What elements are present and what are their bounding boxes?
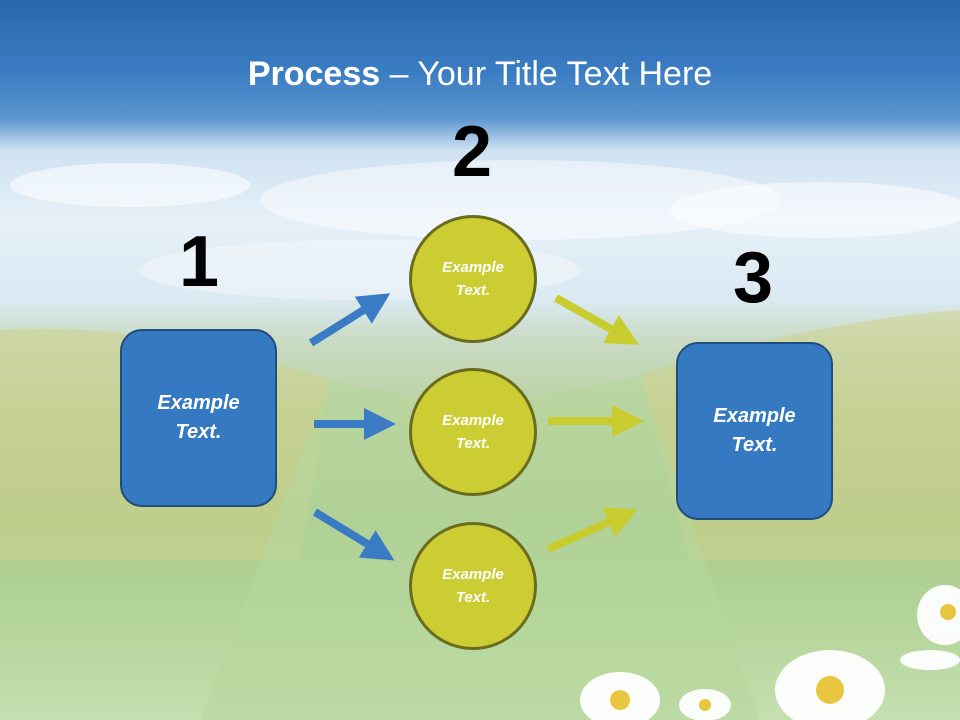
step-1-label: Example Text. bbox=[157, 392, 240, 443]
step-2-circle-top: Example Text. bbox=[409, 215, 537, 343]
step-3-label: Example Text. bbox=[713, 405, 796, 456]
arrow-right-icon-yellow-up bbox=[546, 507, 638, 553]
step-3-box: Example Text. bbox=[676, 342, 833, 520]
step-2-circle-middle: Example Text. bbox=[409, 368, 537, 496]
arrow-right-icon-yellow-down bbox=[554, 294, 639, 345]
circle-bottom-label: Example Text. bbox=[442, 566, 504, 606]
title-rest: – Your Title Text Here bbox=[380, 55, 713, 93]
arrow-right-icon-blue-up bbox=[308, 293, 391, 347]
step-number-1: 1 bbox=[178, 222, 220, 302]
step-1-box: Example Text. bbox=[120, 329, 277, 507]
circle-middle-label: Example Text. bbox=[442, 412, 504, 452]
title-bold: Process bbox=[247, 55, 381, 93]
circle-top-label: Example Text. bbox=[442, 259, 504, 299]
step-number-2: 2 bbox=[451, 112, 493, 192]
step-number-3: 3 bbox=[732, 238, 774, 318]
step-2-circle-bottom: Example Text. bbox=[409, 522, 537, 650]
slide-title: Process – Your Title Text Here bbox=[0, 52, 960, 96]
arrow-right-icon-blue-down bbox=[312, 508, 395, 561]
